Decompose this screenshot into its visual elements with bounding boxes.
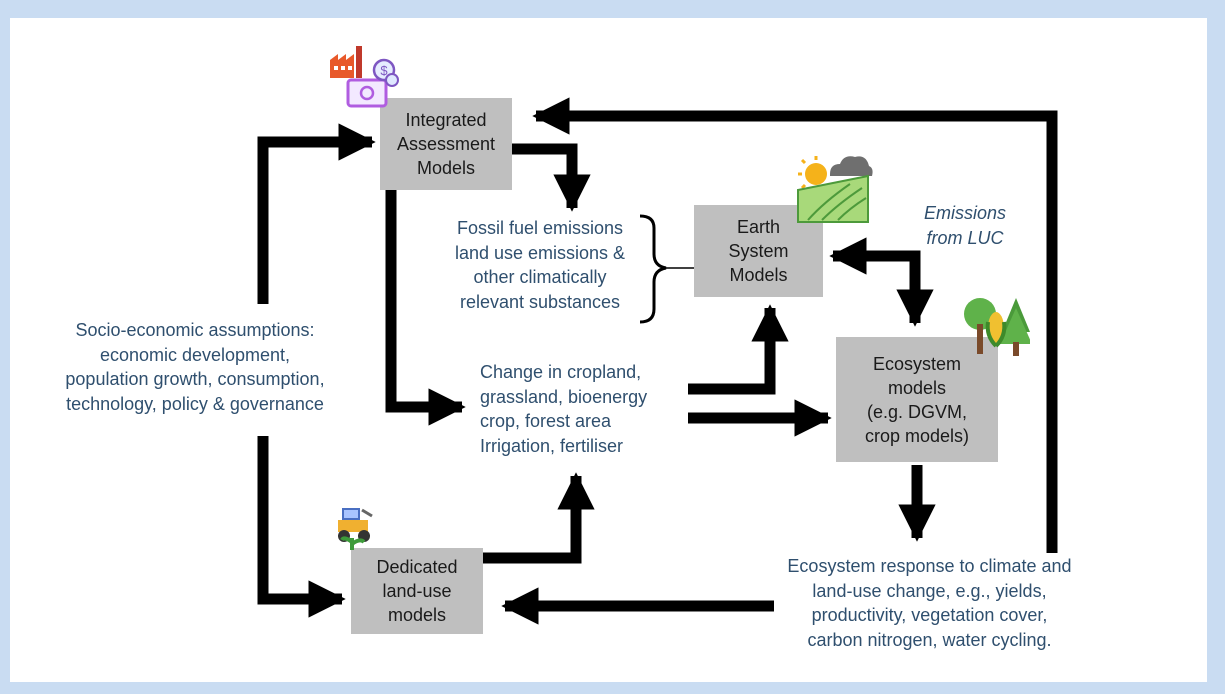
arrow-socio-to-iam [257,123,376,304]
arrow-change-to-esm [688,304,789,395]
arrow-socio-to-landuse [257,436,346,618]
weather-field-icon [797,156,873,223]
ecosystem-models-box: Ecosystem models (e.g. DGVM, crop models… [836,337,998,462]
diagram-canvas: Integrated Assessment Models Earth Syste… [10,18,1207,682]
arrow-esm-eco-exchange [829,237,934,327]
arrow-response-to-iam [532,97,1058,553]
tractor-plant-icon [338,508,373,550]
integrated-assessment-models-box: Integrated Assessment Models [380,98,512,190]
fossil-emissions-label: Fossil fuel emissions land use emissions… [454,218,626,312]
land-change-label: Change in cropland, grassland, bioenergy… [480,362,648,456]
dedicated-land-use-models-box: Dedicated land-use models [351,548,483,634]
svg-text:$: $ [380,63,388,78]
arrow-landuse-to-change [483,472,595,564]
curly-brace [639,214,667,324]
emissions-from-luc-label: Emissions from LUC [923,203,1007,248]
arrow-iam-to-change [385,185,466,426]
factory-money-icon: $ [330,46,399,108]
earth-system-models-box: Earth System Models [694,205,823,297]
trees-crop-icon [964,298,1030,356]
socio-economic-label: Socio-economic assumptions: economic dev… [65,320,325,414]
flow-arrows [257,97,1058,625]
arrow-iam-to-fossil [512,143,591,212]
ecosystem-response-label: Ecosystem response to climate and land-u… [787,556,1072,650]
